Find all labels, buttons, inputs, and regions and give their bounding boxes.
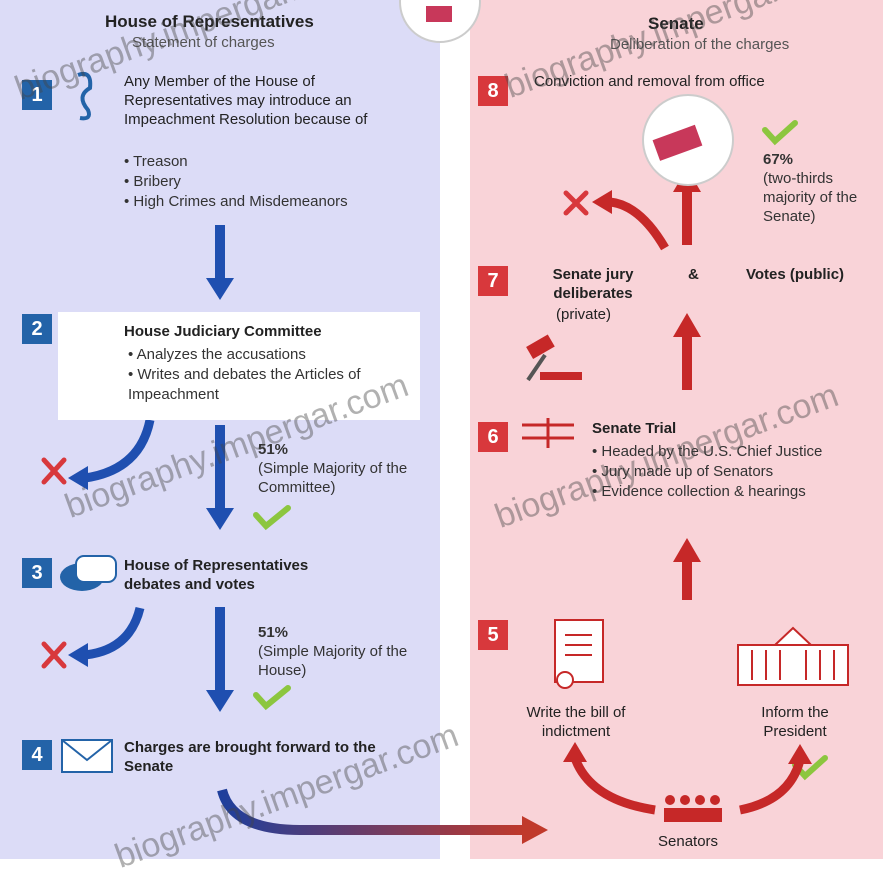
arrow-down-1 (215, 225, 225, 280)
step-1-badge: 1 (22, 80, 52, 110)
step-2-list: Analyzes the accusations Writes and deba… (128, 345, 368, 405)
step-8-pct: 67% (763, 151, 794, 168)
step-4-badge: 4 (22, 740, 52, 770)
transfer-arrow (217, 788, 525, 835)
step-8-pct-note: (two-thirds majority of the Senate) (763, 170, 858, 225)
step-3-badge: 3 (22, 558, 52, 588)
house-title: House of Representatives (105, 12, 314, 31)
scales-icon (522, 418, 574, 448)
list-item: Jury made up of Senators (592, 462, 822, 482)
senators-arrow-left (570, 756, 656, 815)
arrow-down-1-head (206, 278, 234, 300)
step-1-list: Treason Bribery High Crimes and Misdemea… (124, 152, 348, 212)
step-8-majority: 67% (two-thirds majority of the Senate) (763, 150, 873, 226)
reject-arrow-3 (84, 606, 145, 660)
step-7-sub: (private) (556, 306, 612, 323)
senators-arrow-right (739, 758, 805, 815)
step-2-majority: 51% (Simple Majority of the Committee) (258, 440, 428, 497)
check-icon-3 (253, 685, 291, 711)
connectors-layer (41, 0, 849, 844)
arrow-down-2-head (206, 508, 234, 530)
list-item: Analyzes the accusations (128, 345, 368, 365)
list-item: Bribery (124, 172, 348, 192)
step-7-title: Senate jury deliberates (552, 266, 634, 302)
senators-icon (664, 795, 722, 822)
step-6-list: Headed by the U.S. Chief Justice Jury ma… (592, 442, 822, 502)
step-3-pct-note: (Simple Majority of the House) (258, 643, 408, 679)
check-icon-2 (253, 505, 291, 531)
list-item: Headed by the U.S. Chief Justice (592, 442, 822, 462)
senators-label: Senators (658, 833, 719, 850)
reject-arrow-7 (609, 197, 669, 251)
list-item: Writes and debates the Articles of Impea… (128, 365, 368, 405)
step-5-badge: 5 (478, 620, 508, 650)
step-7-votes: Votes (public) (746, 266, 845, 283)
arrow-down-2 (215, 425, 225, 510)
house-subtitle: Statement of charges (132, 34, 275, 51)
arrow-down-3 (215, 607, 225, 692)
check-icon-8 (762, 120, 798, 146)
step-2-pct: 51% (258, 441, 289, 458)
gavel-icon (526, 334, 582, 382)
step-4-title: Charges are brought forward to the Senat… (124, 739, 376, 775)
envelope-icon (61, 739, 113, 773)
inform-label: Inform the President (761, 704, 829, 740)
senate-subtitle: Deliberation of the charges (610, 36, 790, 53)
step-2-badge: 2 (22, 314, 52, 344)
list-item: High Crimes and Misdemeanors (124, 192, 347, 212)
arrow-up-5 (682, 560, 692, 600)
flag-icon (426, 6, 452, 22)
list-item: Treason (124, 152, 348, 172)
step-7-amp: & (688, 266, 699, 283)
step-2-pct-note: (Simple Majority of the Committee) (258, 460, 408, 496)
speech-bubble-icon (60, 555, 117, 591)
step-8-badge: 8 (478, 76, 508, 106)
list-item: Evidence collection & hearings (592, 482, 822, 502)
step-3-majority: 51% (Simple Majority of the House) (258, 623, 428, 680)
panel-gap (440, 0, 470, 859)
senate-title: Senate (648, 14, 704, 33)
white-house-icon (737, 626, 849, 686)
step-3-title: House of Representatives debates and vot… (124, 557, 309, 593)
step-3-pct: 51% (258, 624, 289, 641)
arrow-up-6 (682, 335, 692, 390)
step-6-title: Senate Trial (592, 420, 677, 437)
step-7-badge: 7 (478, 266, 508, 296)
step-1-text: Any Member of the House of Representativ… (124, 73, 368, 128)
arrow-down-3-head (206, 690, 234, 712)
reject-arrow-2 (84, 419, 155, 483)
bill-label: Write the bill of indictment (526, 704, 626, 740)
scroll-icon (77, 71, 93, 121)
arrow-up-7 (682, 190, 692, 245)
step-2-title: House Judiciary Committee (124, 323, 322, 340)
step-8-title: Conviction and removal from office (534, 73, 765, 90)
step-6-badge: 6 (478, 422, 508, 452)
document-icon (554, 619, 604, 689)
